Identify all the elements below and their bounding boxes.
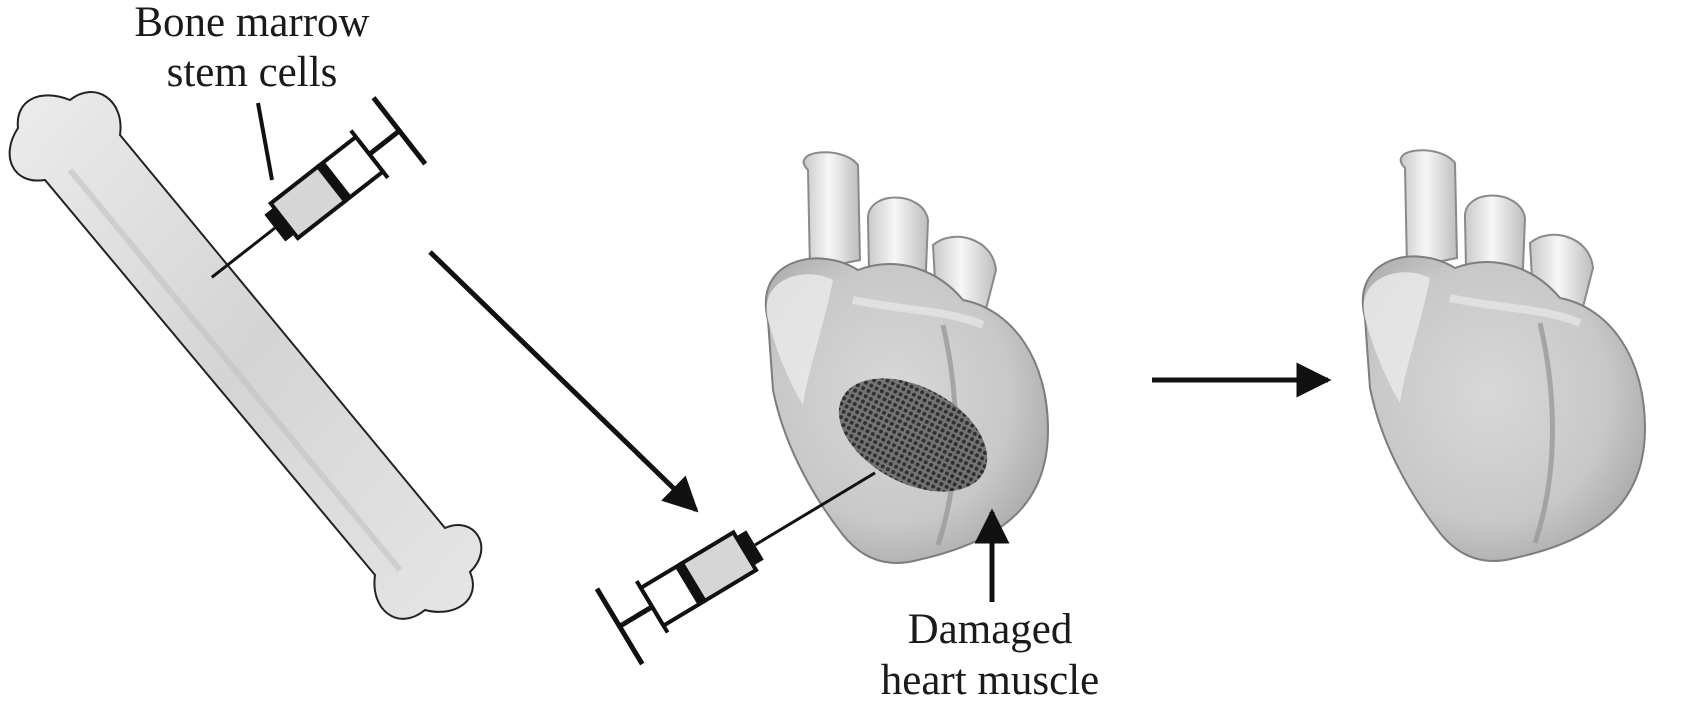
healthy-heart-illustration: [1363, 150, 1645, 561]
bone-illustration: [10, 92, 482, 619]
damaged-label-line2: heart muscle: [881, 657, 1100, 702]
stem-cells-label-line1: Bone marrow: [134, 0, 369, 46]
damaged-heart-illustration: [766, 152, 1048, 563]
stem-cells-label-line2: stem cells: [167, 49, 338, 96]
damaged-label-line1: Damaged: [908, 606, 1073, 653]
stem-cells-pointer-line: [258, 103, 272, 180]
transfer-arrow: [430, 252, 696, 510]
